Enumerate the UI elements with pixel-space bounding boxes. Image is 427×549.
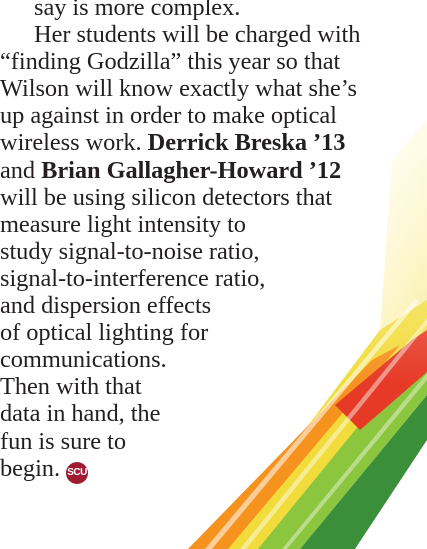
text-line: data in hand, the: [0, 400, 161, 428]
text-line: of optical lighting for: [0, 319, 209, 347]
text-line: Wilson will know exactly what she’s: [0, 75, 357, 103]
scu-logo-icon: SCU: [66, 461, 88, 484]
text-line: up against in order to make optical: [0, 102, 337, 130]
text-line: will be using silicon detectors that: [0, 183, 333, 211]
text-fragment: and: [0, 156, 36, 184]
student-name: Derrick Breska ’13: [147, 129, 346, 157]
text-line: measure light intensity to: [0, 210, 246, 238]
text-line: Her students will be charged with: [34, 21, 361, 49]
text-line: signal-to-interference ratio,: [0, 264, 266, 292]
text-line: Then with that: [0, 373, 142, 401]
text-line: fun is sure to: [0, 427, 126, 455]
text-line: and dispersion effects: [0, 292, 212, 320]
article-body: say is more complex. Her students will b…: [0, 0, 361, 484]
text-fragment: begin.: [0, 454, 60, 482]
text-line: study signal-to-noise ratio,: [0, 237, 260, 265]
text-fragment: wireless work.: [0, 129, 142, 157]
text-line: wireless work. Derrick Breska ’13: [0, 129, 360, 156]
text-line: and Brian Gallagher-Howard ’12: [0, 157, 360, 184]
text-line: “finding Godzilla” this year so that: [0, 48, 341, 76]
text-line: say is more complex.: [34, 0, 241, 21]
student-name: Brian Gallagher-Howard ’12: [41, 156, 342, 184]
text-line: begin. SCU: [0, 454, 360, 484]
text-line: communications.: [0, 346, 167, 374]
